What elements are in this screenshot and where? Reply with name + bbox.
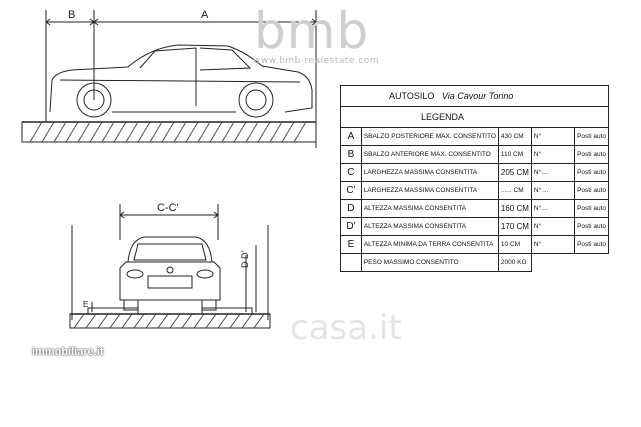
legend-title: AUTOSILO bbox=[389, 91, 435, 101]
row-desc: ALTEZZA MASSIMA CONSENTITA bbox=[360, 217, 499, 236]
row-desc: LARGHEZZA MASSIMA CONSENTITA bbox=[360, 181, 499, 200]
row-spots: Posti auto bbox=[574, 145, 609, 164]
row-value: ...... CM bbox=[497, 181, 532, 200]
row-desc: SBALZO ANTERIORE MAX. CONSENTITO bbox=[360, 145, 499, 164]
legend-row: B SBALZO ANTERIORE MAX. CONSENTITO 110 C… bbox=[340, 145, 609, 164]
row-spots: Posti auto bbox=[574, 235, 609, 254]
row-value: 10 CM bbox=[497, 235, 532, 254]
row-value: 170 CM bbox=[497, 217, 532, 236]
row-count: N° ... bbox=[530, 181, 576, 200]
row-spots: Posti auto bbox=[574, 163, 609, 182]
row-code: C' bbox=[340, 181, 362, 200]
row-count: N° bbox=[530, 145, 576, 164]
row-desc: SBALZO POSTERIORE MAX. CONSENTITO bbox=[360, 127, 499, 146]
row-desc: ALTEZZA MINIMA DA TERRA CONSENTITA bbox=[360, 235, 499, 254]
row-code: E bbox=[340, 235, 362, 254]
bmb-url-watermark: www.bmb-realestate.com bbox=[253, 56, 380, 66]
row-code: C bbox=[340, 163, 362, 182]
legend-weight-row: PESO MASSIMO CONSENTITO 2000 KG bbox=[340, 253, 609, 272]
dimension-b-label: B bbox=[68, 9, 76, 21]
row-desc: ALTEZZA MASSIMA CONSENTITA bbox=[360, 199, 499, 218]
row-spots: Posti auto bbox=[574, 181, 609, 200]
row-desc: LARGHEZZA MASSIMA CONSENTITA bbox=[360, 163, 499, 182]
row-count: N°.... bbox=[530, 199, 576, 218]
immobiliare-watermark: immobiliare.it bbox=[32, 346, 104, 358]
row-spots: Posti auto bbox=[574, 199, 609, 218]
row-value: 205 CM bbox=[497, 163, 532, 182]
dimension-d-label: D D' bbox=[240, 250, 250, 268]
legend-row: A SBALZO POSTERIORE MAX. CONSENTITO 430 … bbox=[340, 127, 609, 146]
row-code: A bbox=[340, 127, 362, 146]
legend-row: C LARGHEZZA MASSIMA CONSENTITA 205 CM N°… bbox=[340, 163, 609, 182]
row-code: D' bbox=[340, 217, 362, 236]
row-spots: Posti auto bbox=[574, 217, 609, 236]
legend-row: D' ALTEZZA MASSIMA CONSENTITA 170 CM N° … bbox=[340, 217, 609, 236]
legend-row: D ALTEZZA MASSIMA CONSENTITA 160 CM N°..… bbox=[340, 199, 609, 218]
weight-desc: PESO MASSIMO CONSENTITO bbox=[360, 253, 499, 272]
row-count: N°.... bbox=[530, 163, 576, 182]
legend-row: E ALTEZZA MINIMA DA TERRA CONSENTITA 10 … bbox=[340, 235, 609, 254]
row-count: N° bbox=[530, 235, 576, 254]
legend-row: C' LARGHEZZA MASSIMA CONSENTITA ...... C… bbox=[340, 181, 609, 200]
legend-location: Via Cavour Torino bbox=[441, 91, 514, 101]
row-value: 110 CM bbox=[497, 145, 532, 164]
row-value: 160 CM bbox=[497, 199, 532, 218]
dimension-e-label: E bbox=[83, 300, 89, 309]
row-count: N° bbox=[530, 217, 576, 236]
row-code: D bbox=[340, 199, 362, 218]
weight-value: 2000 KG bbox=[497, 253, 532, 272]
row-code: B bbox=[340, 145, 362, 164]
dimension-a-label: A bbox=[201, 9, 209, 21]
row-spots: Posti auto bbox=[574, 127, 609, 146]
bmb-watermark: bmb bbox=[254, 2, 370, 60]
casa-watermark: casa.it bbox=[290, 308, 402, 348]
legend-table: AUTOSILO Via Cavour Torino LEGENDA A SBA… bbox=[340, 85, 609, 272]
legend-title-cell: AUTOSILO Via Cavour Torino bbox=[340, 85, 609, 107]
row-value: 430 CM bbox=[497, 127, 532, 146]
dimension-cc-label: C-C' bbox=[157, 202, 179, 214]
row-count: N° bbox=[530, 127, 576, 146]
legend-heading: LEGENDA bbox=[340, 106, 609, 128]
